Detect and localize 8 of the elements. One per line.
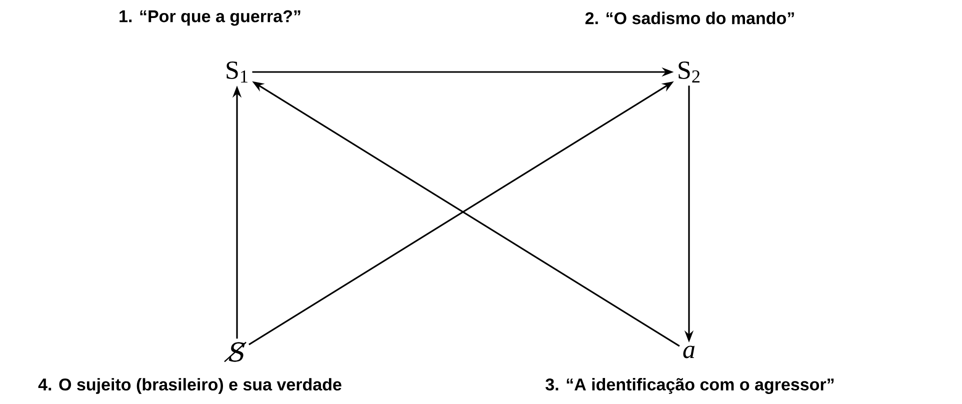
heading: 1. “Por que a guerra?” (120, 10, 300, 26)
heading: 2. “O sadismo do mando” (585, 12, 794, 24)
heading: 3. “A identificação com o agressor” (546, 378, 834, 394)
symbol: S̸ (224, 342, 246, 362)
symbol: S$_{2}$ (678, 62, 700, 82)
symbol: a (683, 346, 695, 358)
symbol: S$_{1}$ (226, 62, 248, 82)
heading: 4. O sujeito (brasileiro) e sua verdade (38, 378, 342, 394)
